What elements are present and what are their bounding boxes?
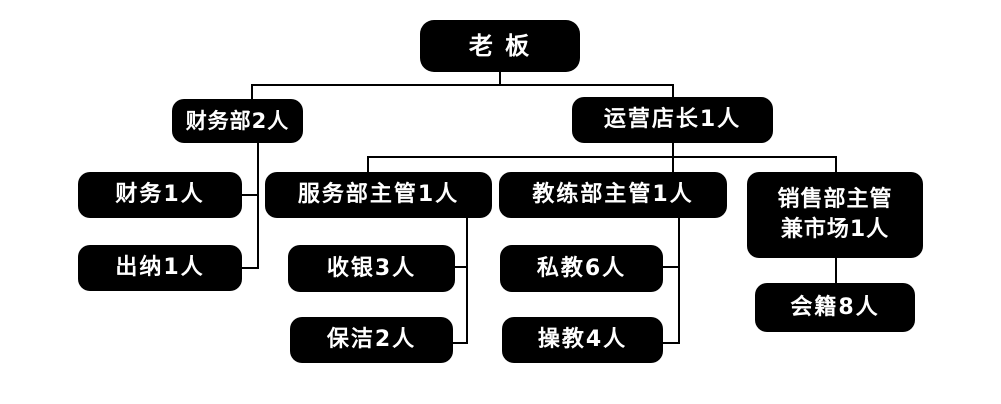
connector-level1-horizontal: [251, 84, 674, 86]
node-membership-label: 会籍8人: [790, 294, 880, 320]
connector-cashier-stub: [241, 267, 257, 269]
node-coach-supervisor-label: 教练部主管1人: [532, 182, 694, 208]
node-cashier-label: 出纳1人: [115, 255, 205, 281]
connector-boss-stub: [499, 72, 501, 85]
connector-membership-drop: [835, 258, 837, 284]
node-finance-label: 财务1人: [115, 182, 205, 208]
node-cleaning-label: 保洁2人: [326, 327, 417, 353]
node-register-label: 收银3人: [326, 255, 417, 281]
node-ops-manager-label: 运营店长1人: [603, 107, 742, 133]
node-group-coach: 操教4人: [502, 317, 663, 363]
node-finance: 财务1人: [78, 172, 242, 218]
node-boss: 老 板: [420, 20, 580, 72]
connector-sales-sup-drop: [835, 156, 837, 173]
node-cleaning: 保洁2人: [290, 317, 453, 363]
node-finance-dept-label: 财务部2人: [185, 108, 290, 133]
connector-ops-to-level2: [672, 143, 674, 173]
node-ops-manager: 运营店长1人: [572, 97, 773, 143]
connector-cleaning-stub: [452, 342, 466, 344]
connector-group-coach-stub: [662, 342, 678, 344]
node-membership: 会籍8人: [755, 283, 915, 332]
node-sales-supervisor-label-line1: 销售部主管: [777, 187, 893, 213]
node-personal-trainer: 私教6人: [500, 245, 663, 292]
node-register: 收银3人: [288, 245, 455, 292]
node-finance-dept: 财务部2人: [172, 99, 303, 143]
connector-finance-dept-vertical: [257, 143, 259, 269]
node-group-coach-label: 操教4人: [537, 327, 628, 353]
connector-finance-dept-drop: [251, 84, 253, 100]
connector-service-sup-vertical: [466, 218, 468, 344]
node-service-supervisor-label: 服务部主管1人: [297, 182, 460, 208]
node-cashier: 出纳1人: [78, 245, 242, 291]
connector-coach-sup-vertical: [678, 218, 680, 344]
node-boss-label: 老 板: [468, 31, 532, 60]
node-coach-supervisor: 教练部主管1人: [499, 172, 727, 218]
node-personal-trainer-label: 私教6人: [536, 255, 627, 281]
node-service-supervisor: 服务部主管1人: [265, 172, 492, 218]
connector-register-stub: [454, 266, 466, 268]
connector-level2-horizontal: [367, 156, 837, 158]
connector-service-sup-drop: [367, 156, 369, 173]
connector-ops-manager-drop: [672, 84, 674, 98]
node-sales-supervisor: 销售部主管 兼市场1人: [747, 172, 923, 258]
node-sales-supervisor-label-line2: 兼市场1人: [780, 217, 890, 242]
connector-finance-stub: [241, 194, 257, 196]
connector-trainer-stub: [662, 266, 678, 268]
